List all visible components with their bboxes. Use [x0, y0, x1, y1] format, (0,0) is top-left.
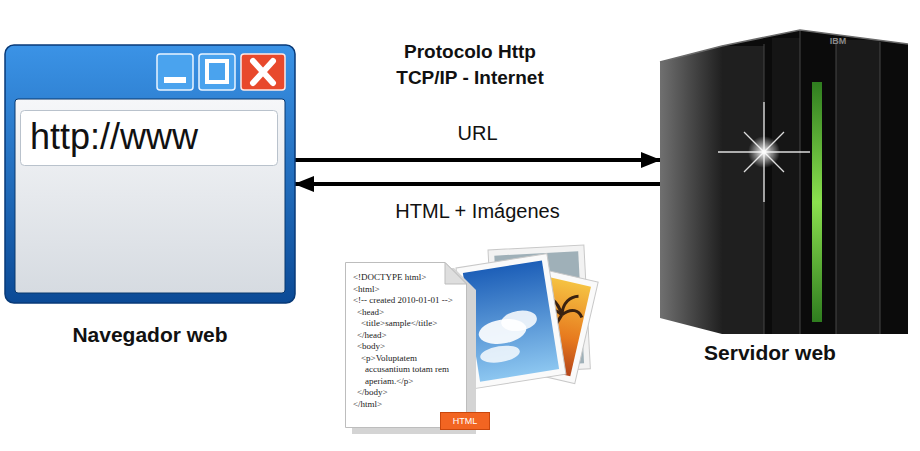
- code-line: <!-- created 2010-01-01 -->: [345, 295, 467, 307]
- code-line: </body>: [345, 387, 467, 399]
- label-text: Protocolo Http: [404, 41, 536, 63]
- brand-logo: IBM: [830, 36, 847, 46]
- code-line: <!DOCTYPE html>: [345, 272, 467, 284]
- tag-text: HTML: [440, 412, 490, 430]
- code-line: <html>: [345, 284, 467, 296]
- address-bar: http://www: [20, 110, 278, 166]
- code-line: <body>: [345, 341, 467, 353]
- node-caption: Servidor web: [646, 341, 894, 365]
- network-title: TCP/IP - Internet: [396, 67, 543, 89]
- edge-label-box: URL: [453, 122, 501, 145]
- server-tower: Servidor web: [660, 22, 908, 334]
- label-text: TCP/IP - Internet: [396, 67, 543, 89]
- edge-label-box: HTML + Imágenes: [391, 200, 563, 223]
- request-arrow: [295, 158, 660, 162]
- edge-label: HTML + Imágenes: [391, 200, 563, 223]
- code-line: <p>Voluptatem accusantium totam rem aper…: [345, 353, 467, 388]
- file-tag: HTML: [440, 412, 490, 430]
- response-arrow: [295, 182, 660, 186]
- protocol-title: Protocolo Http: [404, 41, 536, 63]
- browser-shape: [5, 45, 295, 303]
- node-caption: Navegador web: [5, 323, 295, 347]
- code-line: </html>: [345, 399, 467, 411]
- label-text: IBM: [830, 36, 847, 46]
- edge-label: URL: [453, 122, 501, 145]
- code-line: <title>sample</title>: [345, 318, 467, 330]
- html-document: HTML<!DOCTYPE html><html><!-- created 20…: [345, 262, 467, 428]
- url-text: http://www: [20, 110, 278, 164]
- code-line: </head>: [345, 330, 467, 342]
- server-shape: [660, 22, 908, 334]
- code-line: <head>: [345, 307, 467, 319]
- browser-window: http://wwwNavegador web: [5, 45, 295, 303]
